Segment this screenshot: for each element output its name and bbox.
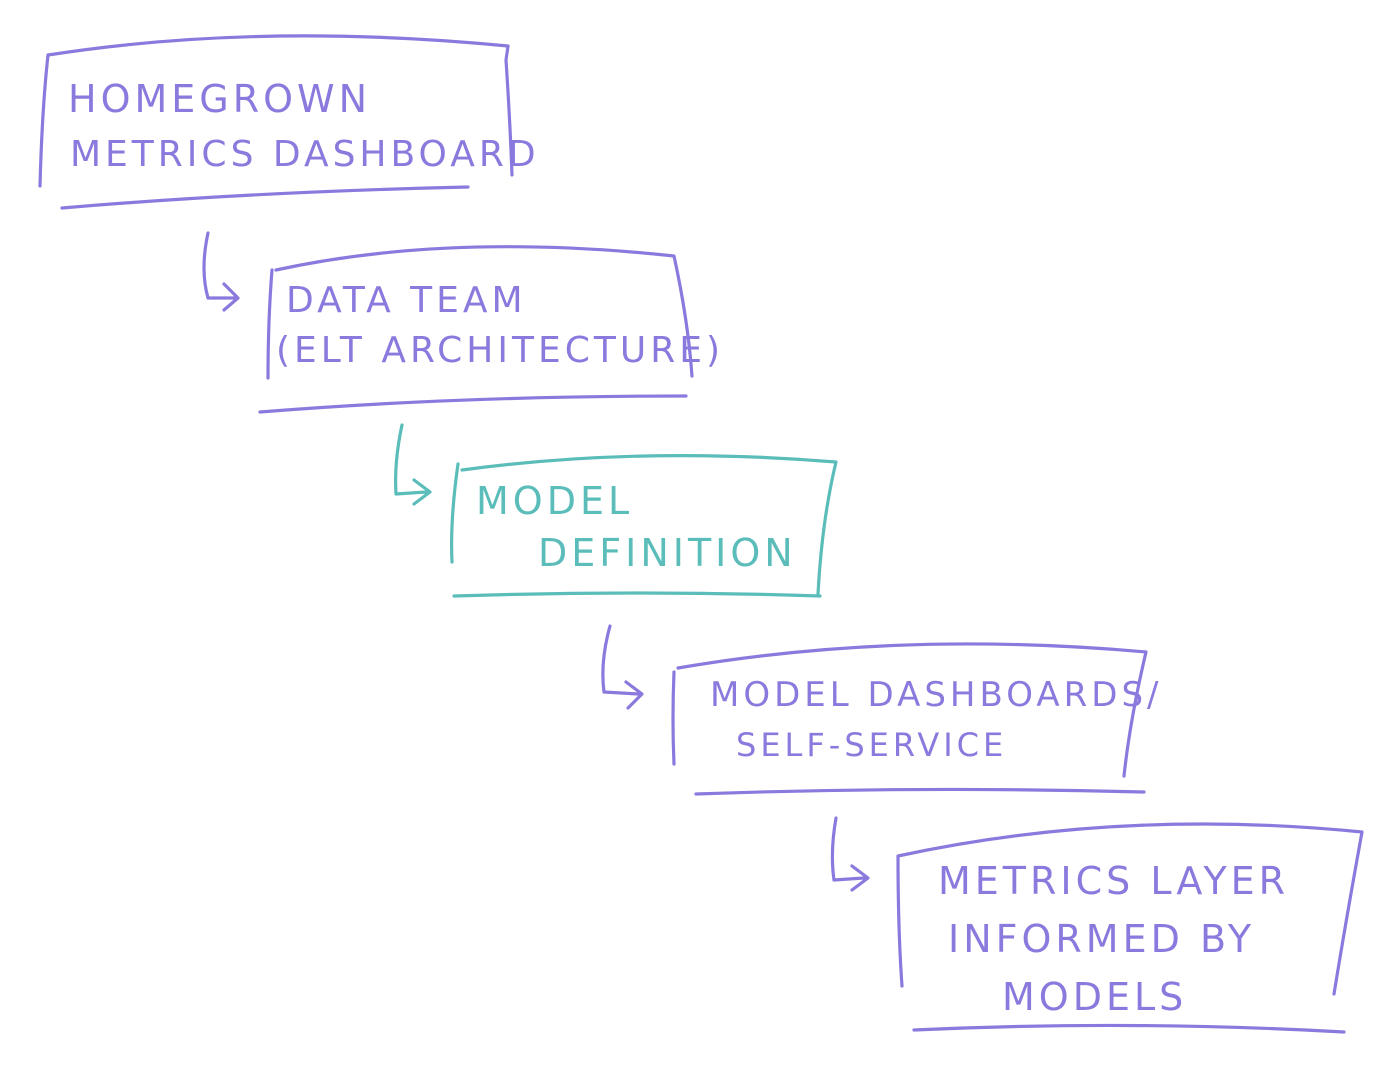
- step-label-line: DEFINITION: [538, 531, 797, 575]
- arrow-connector: [394, 423, 432, 506]
- step-label-line: SELF-SERVICE: [736, 726, 1007, 764]
- step-box-metrics-layer: METRICS LAYER INFORMED BY MODELS: [896, 822, 1364, 1034]
- box-outline: [896, 822, 1364, 1034]
- arrow-connector: [601, 624, 644, 710]
- box-outline: [38, 34, 514, 210]
- box-outline: [450, 454, 838, 598]
- arrow-connector: [202, 231, 240, 312]
- box-outline: [671, 642, 1148, 796]
- box-outline: [258, 245, 694, 414]
- step-box-model-definition: MODEL DEFINITION: [450, 454, 838, 598]
- step-label-line: (ELT ARCHITECTURE): [276, 330, 724, 371]
- step-box-homegrown-dashboard: HOMEGROWN METRICS DASHBOARD: [38, 34, 540, 210]
- step-label-line: MODELS: [1002, 975, 1187, 1019]
- step-label-line: METRICS LAYER: [938, 859, 1289, 903]
- arrow-connector: [830, 816, 870, 892]
- step-box-data-team: DATA TEAM (ELT ARCHITECTURE): [258, 245, 724, 414]
- step-label-line: MODEL DASHBOARDS/: [710, 675, 1163, 715]
- step-label-line: HOMEGROWN: [68, 77, 371, 121]
- step-box-model-dashboards: MODEL DASHBOARDS/ SELF-SERVICE: [671, 642, 1163, 796]
- step-label-line: MODEL: [476, 479, 633, 523]
- step-label-line: METRICS DASHBOARD: [70, 134, 540, 175]
- step-label-line: INFORMED BY: [948, 917, 1255, 961]
- step-label-line: DATA TEAM: [286, 280, 527, 321]
